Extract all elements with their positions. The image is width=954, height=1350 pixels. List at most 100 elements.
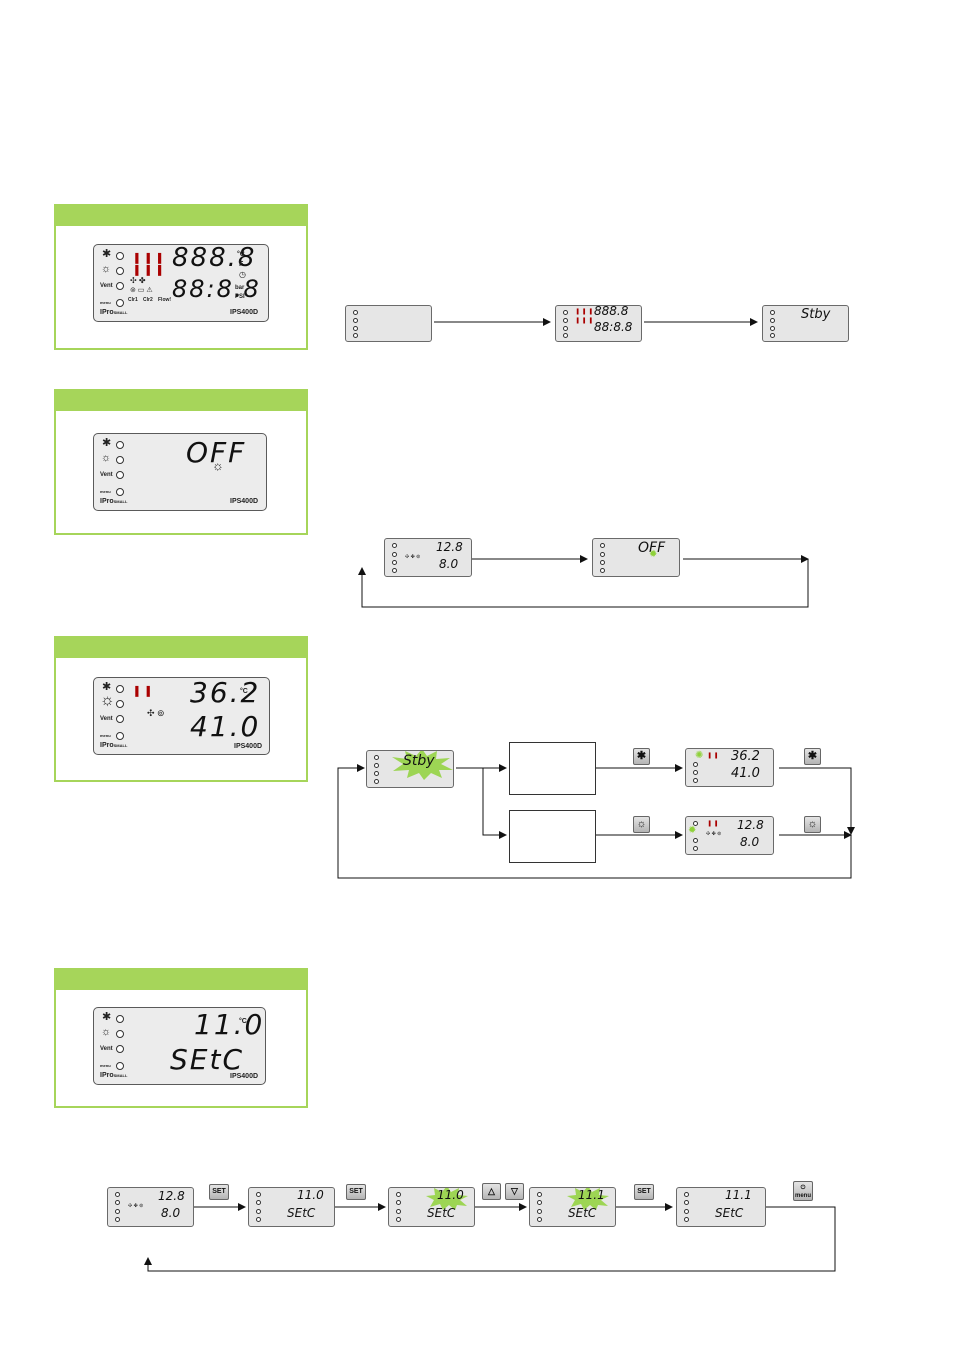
- up-key[interactable]: △: [482, 1183, 501, 1200]
- mini-led: [693, 762, 698, 767]
- panel-card-full-display: ✱ ☼ Vent menu IProSMALL ▐▐▐ ▐▐▐ ✣ ✤ ⊚ ▭ …: [54, 204, 308, 350]
- mini-led: [537, 1217, 542, 1222]
- arrow-flow3-return: [337, 764, 852, 879]
- compressor-icon: ▐▐▐: [132, 253, 167, 263]
- mini-led: [353, 318, 358, 323]
- mini-led: [770, 326, 775, 331]
- vent-led: [116, 471, 124, 479]
- flow1-screen-blank: [345, 305, 432, 342]
- mini-led: [396, 1217, 401, 1222]
- down-key[interactable]: ▽: [505, 1183, 524, 1200]
- mini-led: [392, 552, 397, 557]
- lcd-display: ✱ ☼ Vent menu IProSMALL ▐▐▐ ▐▐▐ ✣ ✤ ⊚ ▭ …: [93, 244, 269, 322]
- flow1-screen-standby: Stby: [762, 305, 849, 342]
- flow3-condition-box-heat: [509, 810, 596, 863]
- menu-label: menu: [100, 489, 111, 494]
- menu-label: menu: [100, 1063, 111, 1068]
- temp-top: 12.8: [436, 540, 463, 554]
- temperature-bottom: 41.0: [190, 710, 261, 743]
- card-header-bar: [56, 638, 306, 658]
- sun-icon-blinking: ✹: [649, 549, 658, 560]
- flow4-screen-2: 11.0 SEtC: [248, 1187, 335, 1227]
- mini-led: [374, 771, 379, 776]
- menu-label: menu: [100, 733, 111, 738]
- heat-key[interactable]: ☼: [633, 816, 650, 833]
- unit-psi: PSI: [235, 294, 245, 300]
- mini-led: [563, 333, 568, 338]
- temp-top: 12.8: [737, 818, 764, 832]
- snowflake-icon: ✱: [102, 681, 112, 693]
- arrow-flow3-box2: [482, 768, 507, 839]
- mini-led: [563, 310, 568, 315]
- heat-led: [116, 267, 124, 275]
- blink-burst: [426, 1188, 468, 1210]
- flow2-screen-running: ✣ ✤ ⊚ 12.8 8.0: [384, 538, 472, 577]
- compressor-icon-row2: ▐▐▐: [575, 318, 595, 324]
- mini-led: [396, 1209, 401, 1214]
- card-header-bar: [56, 391, 306, 411]
- temp-bottom: 8.0: [439, 557, 459, 571]
- model-label: IPS400D: [230, 1073, 259, 1080]
- flow1-screen-full: ▐▐▐ ▐▐▐ 888.8 88:8.8: [555, 305, 642, 342]
- brand-logo: IProSMALL: [100, 1072, 128, 1079]
- sun-icon: ☼: [807, 818, 818, 830]
- model-label: IPS400D: [230, 498, 259, 505]
- brand-logo: IProSMALL: [100, 498, 128, 505]
- snowflake-icon: ✱: [807, 750, 818, 762]
- brand-logo: IProSMALL: [100, 742, 128, 749]
- mini-led: [374, 779, 379, 784]
- set-key[interactable]: SET: [346, 1184, 366, 1200]
- mini-led: [684, 1200, 689, 1205]
- snowflake-icon: ✱: [102, 248, 112, 260]
- mini-led: [600, 552, 605, 557]
- menu-key-label: menu: [794, 1193, 811, 1199]
- cool-led: [116, 252, 124, 260]
- fan-icon: ✣ ✤ ⊚: [128, 1203, 144, 1209]
- vent-label: Vent: [100, 472, 113, 478]
- off-text: OFF: [638, 540, 666, 556]
- compressor-icon: ▐▐: [707, 821, 721, 827]
- vent-label: Vent: [100, 1046, 113, 1052]
- heat-key-off[interactable]: ☼: [804, 816, 821, 833]
- sun-icon: ☼: [101, 1026, 112, 1038]
- mini-led: [374, 755, 379, 760]
- setpoint-code: SEtC: [427, 1206, 456, 1220]
- compressor-icon-row2: ▐▐▐: [132, 265, 167, 275]
- heat-led: [116, 1030, 124, 1038]
- arrow-flow4-return: [144, 1206, 836, 1272]
- cool-led: [116, 1015, 124, 1023]
- flow4-screen-3: 11.0 SEtC: [388, 1187, 475, 1227]
- temp-bottom: 8.0: [740, 835, 760, 849]
- sun-icon-active: ☼: [100, 692, 115, 709]
- temp-top: 36.2: [731, 749, 760, 764]
- mini-led: [115, 1209, 120, 1214]
- up-arrow-icon: △: [488, 1186, 495, 1196]
- mini-led: [693, 821, 698, 826]
- mini-led: [684, 1217, 689, 1222]
- flow4-screen-5: 11.1 SEtC: [676, 1187, 766, 1227]
- set-key[interactable]: SET: [634, 1184, 654, 1200]
- mini-led: [600, 560, 605, 565]
- cool-key-off[interactable]: ✱: [804, 748, 821, 765]
- mini-led: [115, 1200, 120, 1205]
- setpoint-code: SEtC: [287, 1206, 316, 1220]
- set-key[interactable]: SET: [209, 1184, 229, 1200]
- cool-led: [116, 685, 124, 693]
- blink-burst: [392, 751, 453, 780]
- heat-led: [116, 700, 124, 708]
- cool-key[interactable]: ✱: [633, 748, 650, 765]
- flow4-screen-1: ✣ ✤ ⊚ 12.8 8.0: [107, 1187, 194, 1227]
- menu-key[interactable]: ⏻ menu: [793, 1181, 813, 1201]
- vent-label: Vent: [100, 283, 113, 289]
- mini-led: [770, 310, 775, 315]
- unit-bar: bar: [235, 285, 245, 291]
- mini-led: [770, 333, 775, 338]
- brand-logo: IProSMALL: [100, 309, 128, 316]
- vent-label: Vent: [100, 716, 113, 722]
- panel-card-heating: ✱ ☼ Vent menu IProSMALL ▐▐ ✣ ⊚ 36.2 °C 4…: [54, 636, 308, 782]
- power-icon: ⏻: [800, 1185, 806, 1191]
- snowflake-icon-active: ✺: [695, 750, 704, 761]
- temp-bottom: 41.0: [731, 766, 760, 781]
- unit-celsius: °C: [239, 1018, 247, 1025]
- arrow-flow2-return: [358, 559, 809, 608]
